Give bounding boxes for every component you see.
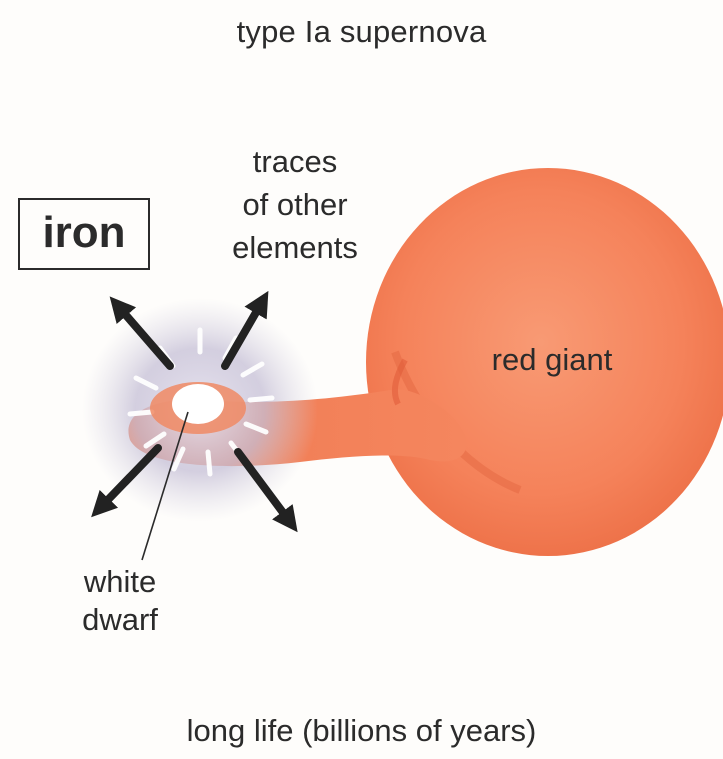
footer-caption: long life (billions of years): [0, 713, 723, 749]
white-dwarf-label-line-2: dwarf: [40, 601, 200, 639]
diagram-title: type Ia supernova: [0, 14, 723, 50]
traces-label-line-3: elements: [205, 226, 385, 269]
white-dwarf-label-line-1: white: [40, 563, 200, 601]
white-dwarf-label: white dwarf: [40, 563, 200, 639]
iron-label-box: iron: [18, 198, 150, 270]
white-dwarf-star: [172, 384, 224, 424]
red-giant-label: red giant: [452, 338, 652, 381]
traces-label: traces of other elements: [205, 140, 385, 269]
traces-label-line-1: traces: [205, 140, 385, 183]
traces-label-line-2: of other: [205, 183, 385, 226]
